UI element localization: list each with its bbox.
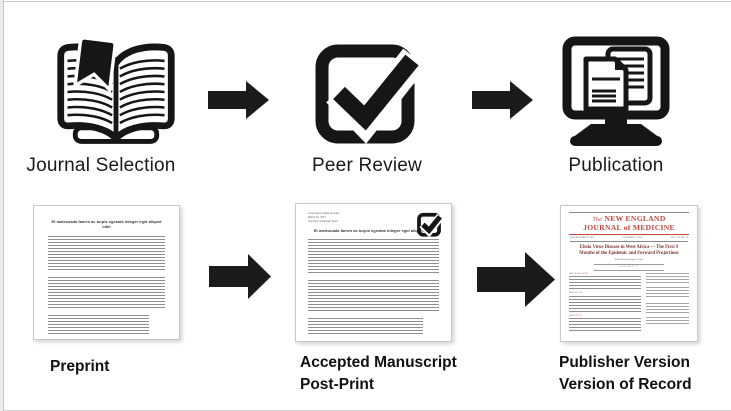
text-lines: [646, 302, 689, 313]
nejm-issue-date: OCTOBER 16, 2014: [622, 236, 643, 240]
manuscript-header-line: Lorem ipsum dolor sit amet: [308, 212, 340, 215]
nejm-sidebar-column: [646, 272, 689, 336]
text-lines: [646, 272, 689, 283]
caption-line: Accepted Manuscript: [300, 354, 457, 371]
checkbox-check-icon: [310, 34, 427, 152]
nejm-page-thumbnail: The NEW ENGLAND JOURNAL of MEDICINE ESTA…: [560, 205, 698, 342]
stage-label-peer-review: Peer Review: [312, 155, 422, 176]
preprint-page-title: Et malesuada fames ac turpis egestas int…: [51, 219, 162, 229]
nejm-section: BACKGROUND: [569, 272, 642, 290]
nejm-section-heading: RESULTS: [569, 314, 582, 317]
text-lines: [308, 239, 439, 275]
open-book-icon: [52, 34, 180, 148]
nejm-meta-row: ESTABLISHED IN 1812 OCTOBER 16, 2014 VOL…: [570, 236, 688, 243]
nejm-main-column: BACKGROUND METHODS RESULTS: [569, 272, 642, 336]
manuscript-page-title: Et malesuada fames ac turpis egestas int…: [313, 228, 434, 233]
nejm-section-heading: BACKGROUND: [569, 272, 589, 275]
text-lines: [569, 295, 642, 312]
manuscript-header-line: Journal of American Sport: [308, 220, 338, 223]
caption-line: Post-Print: [300, 376, 375, 393]
arrow-right-icon: [208, 81, 270, 119]
caption-publisher-version: Publisher Version Version of Record: [559, 352, 692, 396]
slide-top-edge: [4, 1, 731, 2]
slide-left-edge: [0, 0, 4, 411]
nejm-red-rule: [569, 234, 689, 236]
nejm-masthead-line1: NEW ENGLAND: [604, 214, 666, 223]
text-lines: [569, 276, 642, 290]
caption-accepted-manuscript: Accepted Manuscript Post-Print: [300, 352, 457, 396]
nejm-section: RESULTS: [569, 314, 642, 333]
nejm-masthead: The NEW ENGLAND JOURNAL of MEDICINE: [569, 212, 689, 232]
text-lines: [48, 277, 165, 310]
nejm-masthead-line2: JOURNAL of MEDICINE: [583, 223, 675, 233]
nejm-section-heading: METHODS: [569, 292, 583, 295]
nejm-volume: VOL. 371 NO. 16: [670, 236, 688, 240]
accepted-manuscript-page-thumbnail: Lorem ipsum dolor sit amet March 20, 201…: [295, 203, 452, 342]
manuscript-header-line: March 20, 2017: [308, 216, 327, 219]
text-lines: [646, 316, 689, 325]
caption-preprint: Preprint: [50, 356, 109, 378]
text-lines: [569, 318, 642, 333]
nejm-article-title: Ebola Virus Disease in West Africa — The…: [579, 245, 679, 256]
caption-line: Publisher Version: [559, 354, 690, 371]
text-lines: [308, 318, 424, 336]
nejm-established: ESTABLISHED IN 1812: [570, 236, 595, 240]
caption-line: Version of Record: [559, 376, 692, 393]
stage-label-journal-selection: Journal Selection: [26, 155, 176, 176]
arrow-right-icon: [477, 250, 556, 309]
nejm-body-columns: BACKGROUND METHODS RESULTS: [569, 272, 689, 336]
stage-label-publication: Publication: [568, 155, 664, 176]
caption-line: Preprint: [50, 358, 110, 375]
monitor-documents-icon: [558, 36, 674, 150]
arrow-right-icon: [209, 252, 272, 301]
text-lines: [308, 280, 439, 313]
text-lines: [48, 236, 165, 272]
checkbox-check-icon: [416, 211, 444, 238]
preprint-page-thumbnail: Et malesuada fames ac turpis egestas int…: [33, 205, 180, 340]
nejm-abstract-label: ABSTRACT: [594, 263, 664, 271]
nejm-byline: WHO Ebola Response Team*: [614, 257, 644, 261]
text-lines: [646, 286, 689, 299]
arrow-right-icon: [472, 81, 534, 119]
text-lines: [48, 315, 149, 336]
nejm-masthead-the: The: [592, 217, 603, 223]
nejm-section: METHODS: [569, 292, 642, 312]
